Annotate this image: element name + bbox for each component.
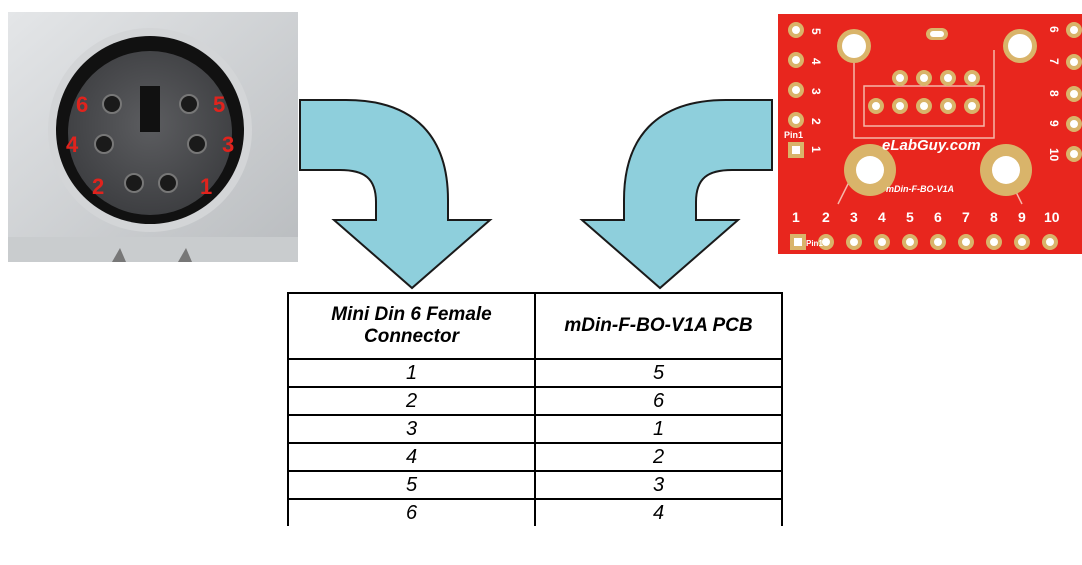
pcb-side-number: 2: [809, 118, 823, 125]
pcb-side-number: 9: [1047, 120, 1061, 127]
header-mini-din-connector: Mini Din 6 Female Connector: [287, 292, 536, 360]
table-row: 6 4: [287, 498, 783, 526]
pcb-pin-number: 1: [792, 209, 800, 225]
pcb-side-number: 8: [1047, 90, 1061, 97]
pin-mapping-table: Mini Din 6 Female Connector mDin-F-BO-V1…: [287, 292, 783, 526]
pcb-photo: eLabGuy.com mDin-F-BO-V1A Pin1 Pin1 1 2 …: [778, 14, 1082, 254]
connector-pin-label: 1: [200, 174, 212, 199]
table-row: 5 3: [287, 470, 783, 500]
pcb-pin-cell: 2: [534, 442, 783, 472]
table-row: 2 6: [287, 386, 783, 416]
pcb-pin-number: 10: [1044, 209, 1060, 225]
pcb-pin-cell: 1: [534, 414, 783, 444]
pcb-pin-number: 8: [990, 209, 998, 225]
table-header-row: Mini Din 6 Female Connector mDin-F-BO-V1…: [287, 292, 783, 360]
connector-pin-cell: 5: [287, 470, 536, 500]
connector-pin-label: 3: [222, 132, 234, 157]
connector-pin-cell: 6: [287, 498, 536, 526]
pcb-pin-number: 3: [850, 209, 858, 225]
pcb-side-number: 10: [1047, 148, 1061, 162]
pcb-brand-text: eLabGuy.com: [882, 137, 981, 154]
pcb-pin1-label: Pin1: [784, 130, 803, 140]
pcb-pin-number: 7: [962, 209, 970, 225]
pcb-pin-number: 9: [1018, 209, 1026, 225]
pcb-side-pads: [788, 22, 1082, 162]
table-row: 4 2: [287, 442, 783, 472]
connector-pin-label: 6: [76, 92, 88, 117]
pcb-side-number: 6: [1047, 26, 1061, 33]
pcb-bottom-pads: [790, 234, 1058, 250]
pcb-mounting-holes: [837, 28, 1037, 196]
connector-pin-holes: [94, 94, 207, 193]
pcb-pin-cell: 3: [534, 470, 783, 500]
connector-pin-label: 5: [213, 92, 225, 117]
connector-pin-labels: 6 5 4 3 2 1: [66, 92, 234, 199]
connector-key: [140, 86, 160, 132]
connector-pin-cell: 4: [287, 442, 536, 472]
pcb-pin-number: 2: [822, 209, 830, 225]
pcb-pin-number: 6: [934, 209, 942, 225]
pcb-connector-pads: [868, 70, 980, 114]
connector-pin-cell: 2: [287, 386, 536, 416]
pcb-pin-cell: 5: [534, 358, 783, 388]
pcb-side-number: 1: [809, 146, 823, 153]
connector-socket: [68, 51, 232, 215]
right-curved-arrow: [579, 99, 773, 290]
connector-pin-cell: 3: [287, 414, 536, 444]
pcb-side-number: 4: [809, 58, 823, 65]
pcb-pin1-label-bottom: Pin1: [806, 239, 823, 248]
header-pcb: mDin-F-BO-V1A PCB: [534, 292, 783, 360]
table-row: 3 1: [287, 414, 783, 444]
left-curved-arrow: [299, 99, 493, 290]
pcb-pin-cell: 4: [534, 498, 783, 526]
pcb-pin-number: 5: [906, 209, 914, 225]
pcb-top-pin-numbers: 1 2 3 4 5 6 7 8 9 10: [792, 209, 1060, 225]
connector-pin-cell: 1: [287, 358, 536, 388]
pcb-left-side-numbers: 5 4 3 2 1: [809, 28, 823, 153]
pcb-model-text: mDin-F-BO-V1A: [886, 184, 954, 194]
pcb-side-number: 3: [809, 88, 823, 95]
pcb-pin-number: 4: [878, 209, 886, 225]
table-row: 1 5: [287, 358, 783, 388]
pcb-side-number: 5: [809, 28, 823, 35]
connector-pin-label: 2: [92, 174, 104, 199]
pcb-right-side-numbers: 6 7 8 9 10: [1047, 26, 1061, 162]
pcb-side-number: 7: [1047, 58, 1061, 65]
arrows: [299, 99, 773, 290]
pcb-pin-cell: 6: [534, 386, 783, 416]
connector-photo: 6 5 4 3 2 1: [8, 12, 298, 262]
connector-pin-label: 4: [66, 132, 79, 157]
